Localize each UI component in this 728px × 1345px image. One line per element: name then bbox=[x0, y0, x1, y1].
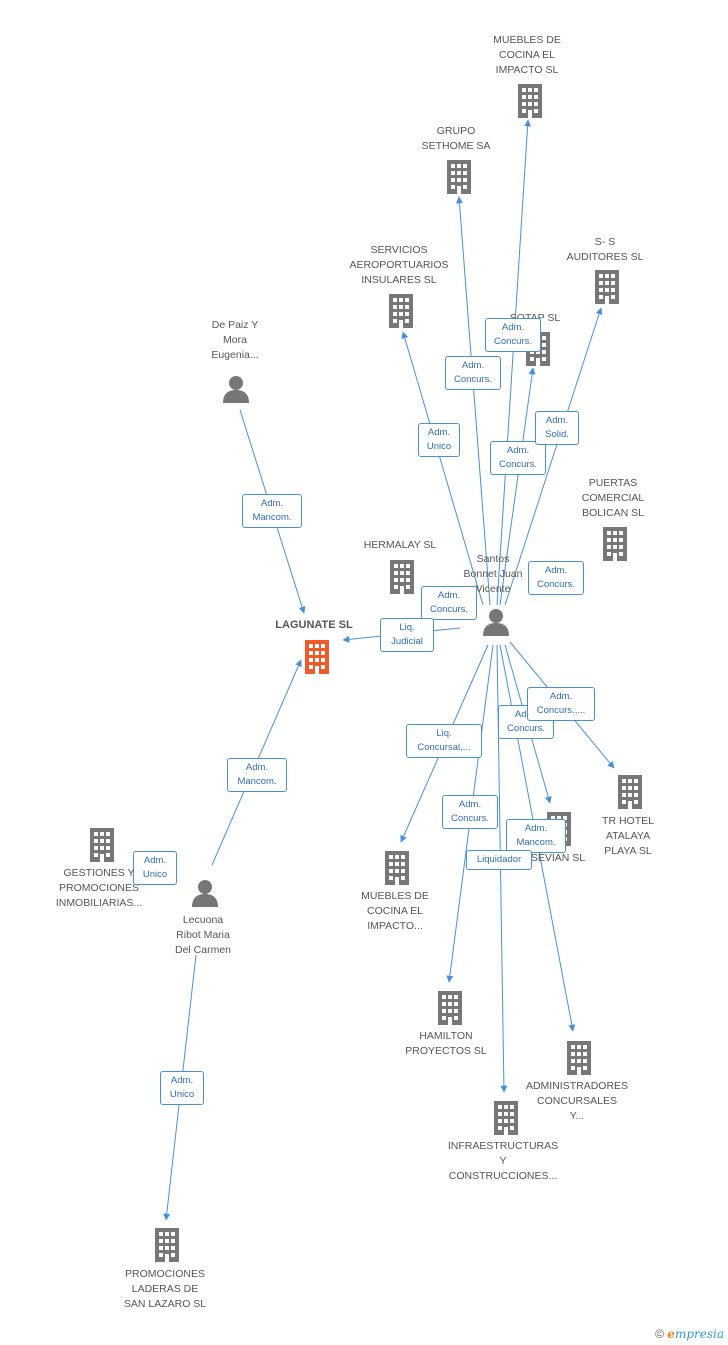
node-label-sevian[interactable]: SEVIAN SL bbox=[530, 852, 586, 864]
node-label-grupo-sethome[interactable]: GRUPO SETHOME SA bbox=[421, 125, 491, 152]
node-label-lecuona[interactable]: Lecuona Ribot Maria Del Carmen bbox=[174, 914, 232, 956]
edge-label-sevian-mancom[interactable]: Adm. Mancom. bbox=[506, 819, 566, 853]
edge-label-servicios[interactable]: Adm. Unico bbox=[418, 423, 460, 457]
node-label-ss-auditores[interactable]: S- S AUDITORES SL bbox=[566, 236, 644, 263]
building-icon bbox=[494, 1101, 518, 1135]
building-icon bbox=[389, 294, 413, 328]
building-icon-focus bbox=[305, 640, 329, 674]
node-label-lagunate[interactable]: LAGUNATE SL bbox=[275, 619, 353, 631]
building-icon bbox=[603, 527, 627, 561]
edge-santos-sotap bbox=[499, 367, 536, 606]
node-label-de-paiz[interactable]: De Paiz Y Mora Eugenia... bbox=[211, 319, 259, 361]
edge-label-puertas[interactable]: Adm. Concurs. bbox=[528, 561, 584, 595]
node-label-gestiones-promociones[interactable]: GESTIONES Y PROMOCIONES INMOBILIARIAS... bbox=[55, 867, 143, 909]
edge-label-hermalay[interactable]: Adm. Concurs. bbox=[421, 586, 477, 620]
edge-label-grupo[interactable]: Adm. Concurs. bbox=[445, 356, 501, 390]
person-icon bbox=[192, 880, 218, 907]
building-icon bbox=[567, 1041, 591, 1075]
node-label-servicios-aeroportuarios[interactable]: SERVICIOS AEROPORTUARIOS INSULARES SL bbox=[349, 244, 449, 286]
node-label-tr-hotel[interactable]: TR HOTEL ATALAYA PLAYA SL bbox=[602, 815, 654, 857]
node-label-infraestructuras[interactable]: INFRAESTRUCTURAS Y CONSTRUCCIONES... bbox=[447, 1140, 559, 1182]
building-icon bbox=[447, 160, 471, 194]
node-label-hermalay[interactable]: HERMALAY SL bbox=[363, 539, 437, 551]
person-icon bbox=[483, 609, 509, 636]
edge-label-lagunate-santos[interactable]: Liq. Judicial bbox=[380, 618, 434, 652]
building-icon bbox=[518, 84, 542, 118]
edge-label-laderas[interactable]: Adm. Unico bbox=[160, 1071, 204, 1105]
edge-label-liquidador[interactable]: Liquidador bbox=[466, 850, 532, 870]
building-icon bbox=[90, 828, 114, 862]
brand-name: mpresia bbox=[674, 1327, 724, 1341]
footer-brand[interactable]: © empresia bbox=[655, 1327, 724, 1341]
edge-label-hamilton[interactable]: Adm. Concurs. bbox=[442, 795, 498, 829]
node-label-hamilton[interactable]: HAMILTON PROYECTOS SL bbox=[405, 1030, 487, 1057]
building-icon bbox=[618, 775, 642, 809]
node-label-muebles-cocina-impacto[interactable]: MUEBLES DE COCINA EL IMPACTO SL bbox=[493, 34, 561, 76]
edge-label-tr-hotel[interactable]: Adm. Concurs.,... bbox=[527, 687, 595, 721]
edge-santos-grupo bbox=[455, 196, 491, 606]
node-label-puertas-comercial[interactable]: PUERTAS COMERCIAL BOLICAN SL bbox=[581, 477, 645, 519]
node-label-promociones-laderas[interactable]: PROMOCIONES LADERAS DE SAN LAZARO SL bbox=[123, 1268, 207, 1310]
building-icon bbox=[390, 560, 414, 594]
edge-santos-ss bbox=[504, 307, 603, 606]
edge-label-lecuona-lagunate[interactable]: Adm. Mancom. bbox=[227, 758, 287, 792]
edge-santos-muebles bbox=[496, 119, 532, 606]
building-icon bbox=[155, 1228, 179, 1262]
edge-label-ss[interactable]: Adm. Solid. bbox=[535, 411, 579, 445]
building-icon bbox=[438, 991, 462, 1025]
edge-label-muebles[interactable]: Adm. Concurs. bbox=[485, 318, 541, 352]
brand-e: e bbox=[667, 1327, 675, 1341]
building-icon bbox=[595, 270, 619, 304]
edge-label-liq-concursal[interactable]: Liq. Concursal,... bbox=[406, 724, 482, 758]
node-label-muebles-cocina-impacto-2[interactable]: MUEBLES DE COCINA EL IMPACTO... bbox=[361, 890, 429, 932]
edge-label-sotap[interactable]: Adm. Concurs. bbox=[490, 441, 546, 475]
copyright-icon: © bbox=[655, 1327, 664, 1341]
person-icon bbox=[223, 376, 249, 403]
building-icon bbox=[385, 851, 409, 885]
edge-santos-servicios bbox=[401, 331, 484, 606]
edge-label-depaiz[interactable]: Adm. Mancom. bbox=[242, 494, 302, 528]
node-label-santos-bonnet[interactable]: Santos Bonnet Juan Vicente bbox=[463, 553, 523, 595]
edge-label-gestiones[interactable]: Adm. Unico bbox=[133, 851, 177, 885]
node-label-administradores[interactable]: ADMINISTRADORES CONCURSALES Y... bbox=[525, 1080, 629, 1122]
